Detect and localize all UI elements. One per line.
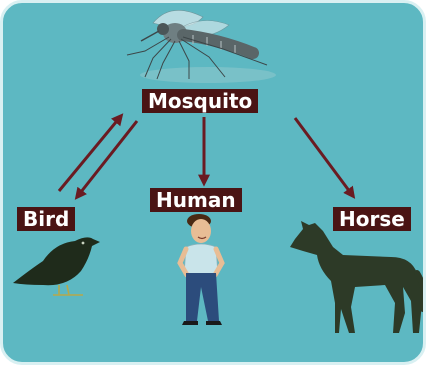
mosquito-icon — [127, 10, 276, 83]
node-bird: Bird — [17, 207, 75, 231]
horse-icon — [290, 221, 424, 333]
arrow-mosquito-to-horse — [295, 118, 353, 196]
diagram-graphics — [3, 3, 426, 365]
node-human: Human — [150, 188, 242, 212]
bird-icon — [13, 237, 100, 295]
node-mosquito: Mosquito — [142, 89, 258, 113]
node-horse: Horse — [333, 207, 411, 231]
arrows — [59, 116, 353, 197]
human-icon — [180, 214, 222, 325]
